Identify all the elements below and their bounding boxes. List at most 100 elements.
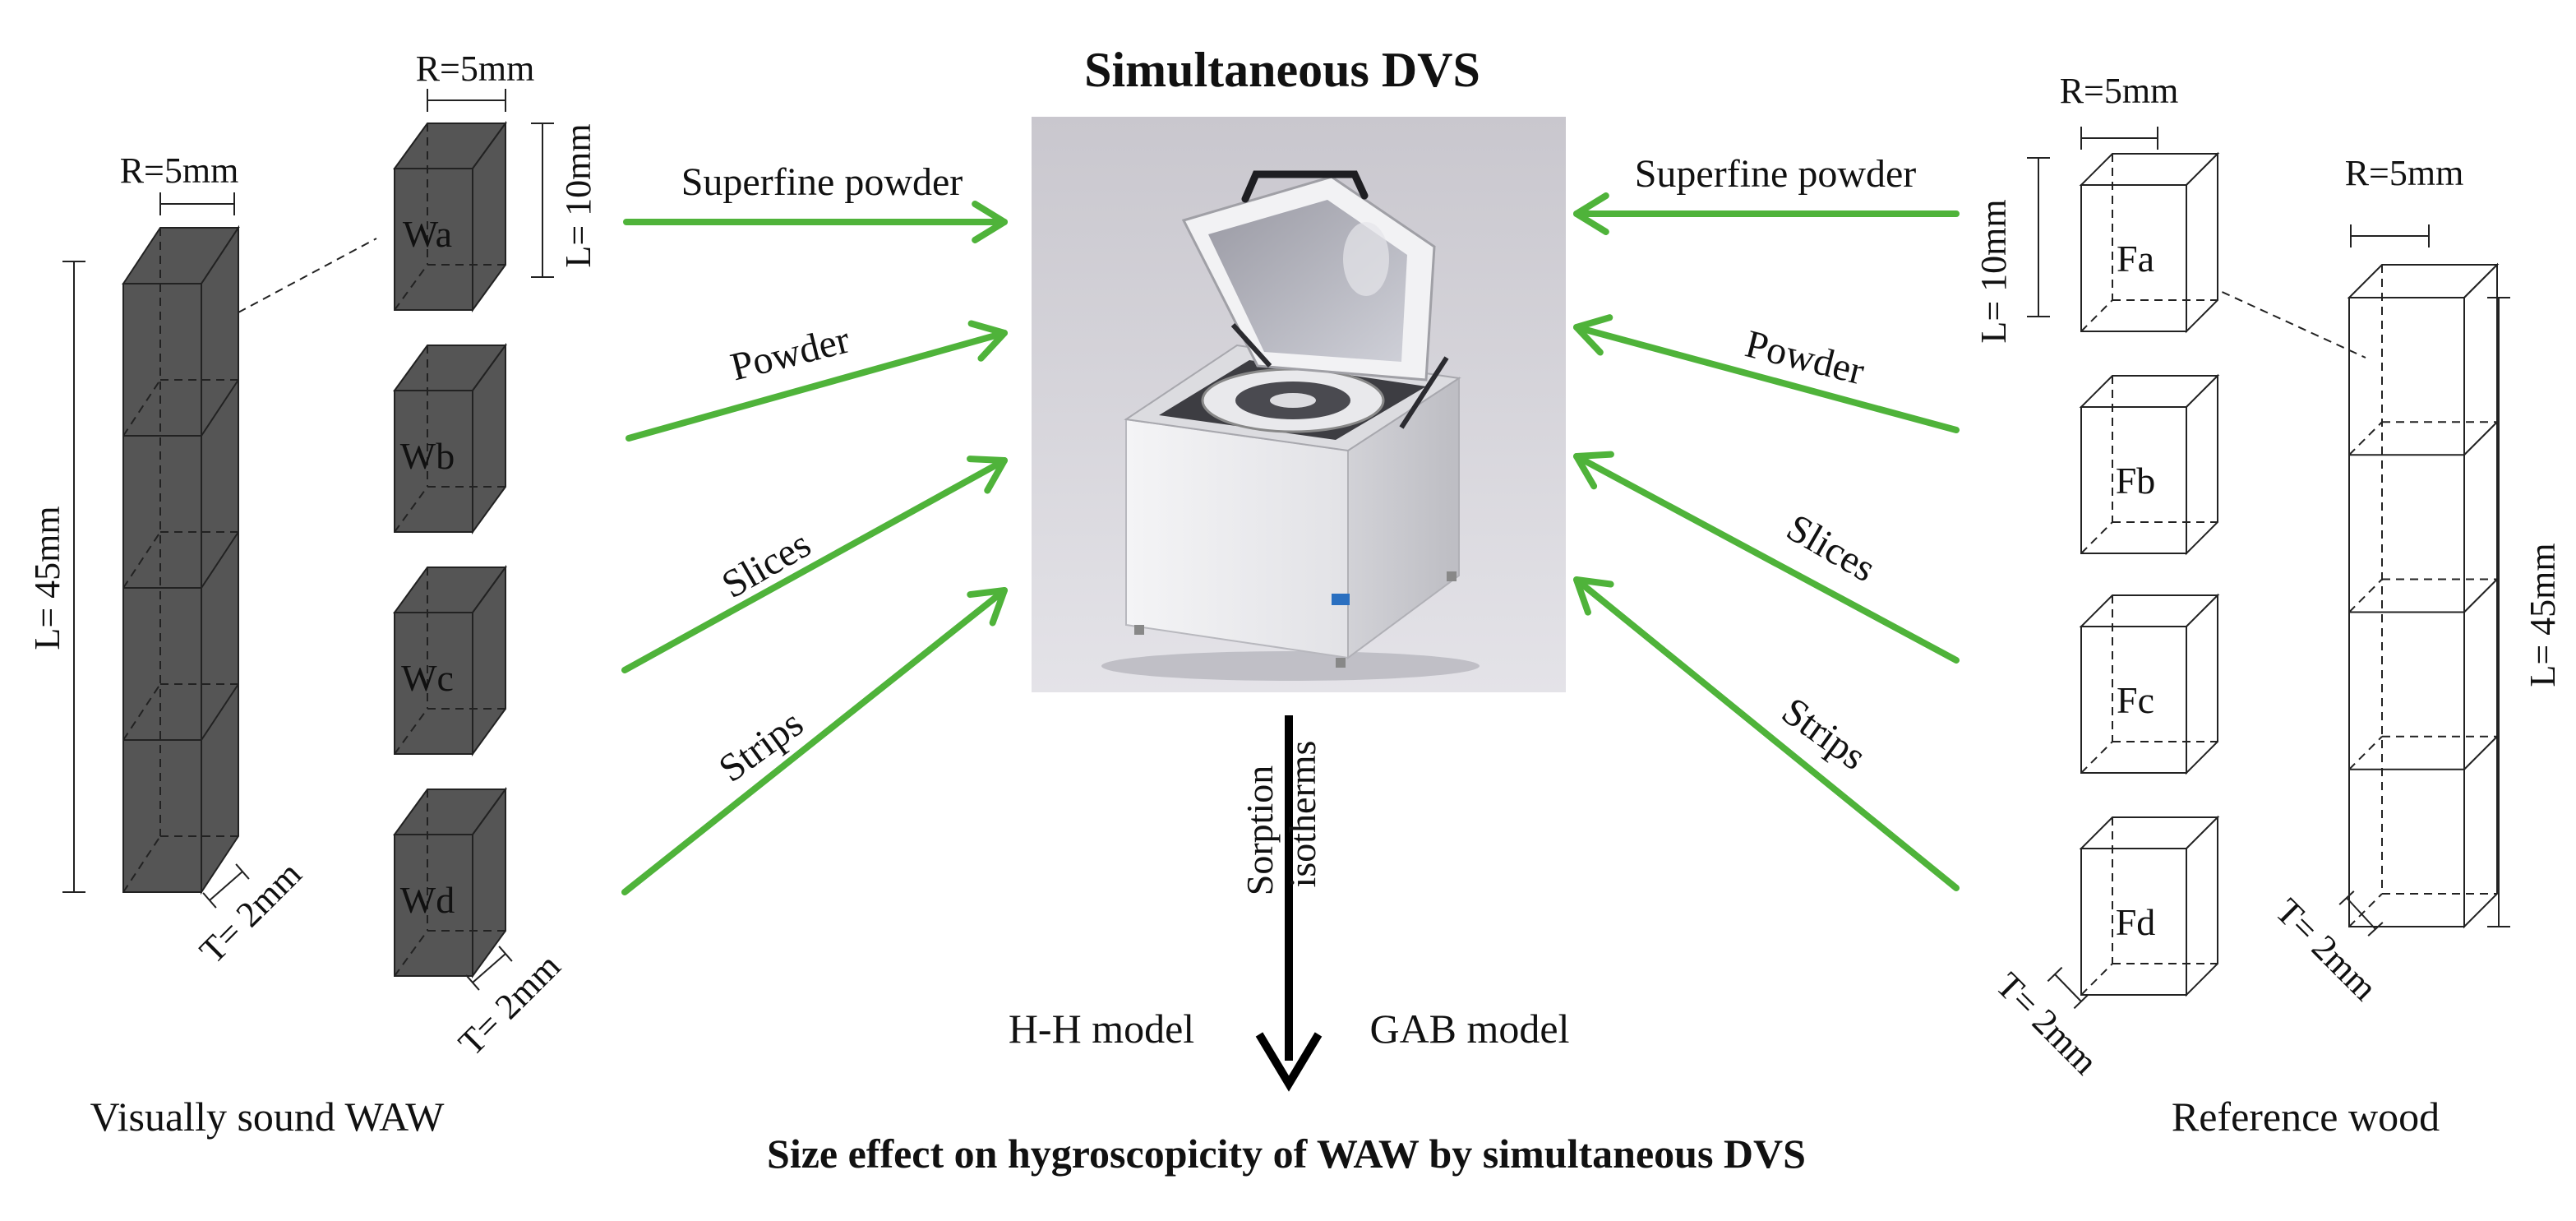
figure-caption: Size effect on hygroscopicity of WAW by … [767,1131,1806,1177]
right-arrow-superfine-powder [1573,192,1960,235]
waw-specimen-label: Wc [401,657,454,699]
arrow-head [967,587,1008,627]
box-front-face [2080,184,2187,332]
reference-big-width-label: R=5mm [2345,153,2464,193]
hh-model-label: H-H model [1009,1006,1194,1052]
waw-specimen-wd [393,786,507,979]
right-arrow-slices [1573,451,1960,664]
waw-big-thickness-dimension [202,863,250,909]
box-hidden-edge [2348,893,2383,927]
arrow-shaft [621,587,1008,895]
arrow-head [967,320,1008,362]
right-arrow-label-superfine-powder: Superfine powder [1635,152,1917,196]
waw-45mm-stack [122,224,240,895]
dimension-tick [498,946,513,962]
right-arrow-powder [1573,314,1960,433]
box-section-hidden [122,379,161,437]
dimension-line [209,871,243,901]
sorption-label-line2: isotherms [1281,741,1323,888]
arrow-head [967,456,1008,494]
box-front-face [394,390,473,533]
left-arrow-powder [626,320,1008,442]
reference-big-length-dimension [2487,297,2510,927]
dimension-tick [2367,922,2384,937]
reference-specimen-fc [2079,593,2220,775]
waw-small-width-dimension [427,89,506,112]
arrow-head [972,201,1008,243]
gab-model-label: GAB model [1369,1006,1569,1052]
waw-specimen-wa [393,120,507,313]
box-hidden-edge [394,486,428,533]
box-hidden-edge [2080,741,2113,774]
dimension-line [472,953,506,983]
box-hidden-edge [394,264,428,311]
arrow-head [1573,192,1609,235]
reference-45mm-stack [2347,262,2500,929]
waw-big-block [62,192,377,909]
waw-big-width-dimension [159,192,235,215]
dimension-tick [235,863,250,880]
reference-specimen-label: Fb [2116,460,2156,502]
box-front-face [394,612,473,755]
dimension-tick [2338,890,2355,905]
reference-small-width-label: R=5mm [2060,71,2179,111]
reference-specimen-label: Fc [2117,679,2154,721]
box-section-hidden [2348,736,2383,770]
reference-specimen-fb [2079,373,2220,556]
waw-small-thickness-dimension [465,946,513,991]
sorption-label-line1: Sorption [1239,765,1281,895]
box-section-hidden [122,683,161,741]
reference-specimen-fd [2079,815,2220,997]
right-arrow-label-strips: Strips [1774,689,1874,779]
reference-small-length-dimension [2027,157,2050,317]
box-hidden-edge [2080,963,2113,996]
right-arrow-strips [1573,576,1960,891]
reference-detail-leader [2209,285,2366,358]
reference-small-width-dimension [2080,127,2158,150]
dimension-tick [2047,966,2063,983]
box-front-face [2080,626,2187,774]
box-hidden-edge [394,708,428,755]
arrow-shaft [1573,576,1960,891]
waw-small-width-label: R=5mm [416,49,535,89]
box-side-face [2186,815,2218,997]
reference-big-block [2209,224,2510,937]
sorption-output-arrow [1255,715,1323,1092]
left-arrow-strips [621,587,1008,895]
box-side-face [2186,373,2218,556]
left-arrow-label-superfine-powder: Superfine powder [681,160,963,204]
left-arrow-label-strips: Strips [711,701,811,791]
reference-specimen-fa [2079,151,2220,334]
waw-specimen-wc [393,564,507,757]
reference-big-thickness-dimension [2338,890,2384,937]
waw-small-length-dimension [531,123,554,278]
box-side-face [2186,151,2218,334]
preparation-arrows [621,192,1960,895]
box-section-line [201,531,239,589]
box-section-line [2463,421,2498,456]
waw-big-width-label: R=5mm [120,150,239,191]
arrow-shaft [621,457,1008,673]
waw-specimen-wb [393,342,507,535]
reference-specimen-label: Fd [2116,901,2156,943]
dimension-tick [2073,993,2089,1010]
box-section-line [201,379,239,437]
dimension-tick [465,974,480,991]
box-section-hidden [2348,421,2383,456]
box-front-face [394,834,473,977]
box-front-face [2080,848,2187,996]
dimension-line [2054,974,2082,1002]
waw-big-length-dimension [62,261,85,893]
left-arrow-superfine-powder [623,201,1008,243]
dimension-line [2346,897,2376,930]
arrow-head [1573,576,1614,616]
left-arrow-slices [621,456,1008,673]
reference-group-label: Reference wood [2172,1094,2440,1140]
box-section-line [201,683,239,741]
reference-small-length-label: L= 10mm [1974,199,2014,343]
